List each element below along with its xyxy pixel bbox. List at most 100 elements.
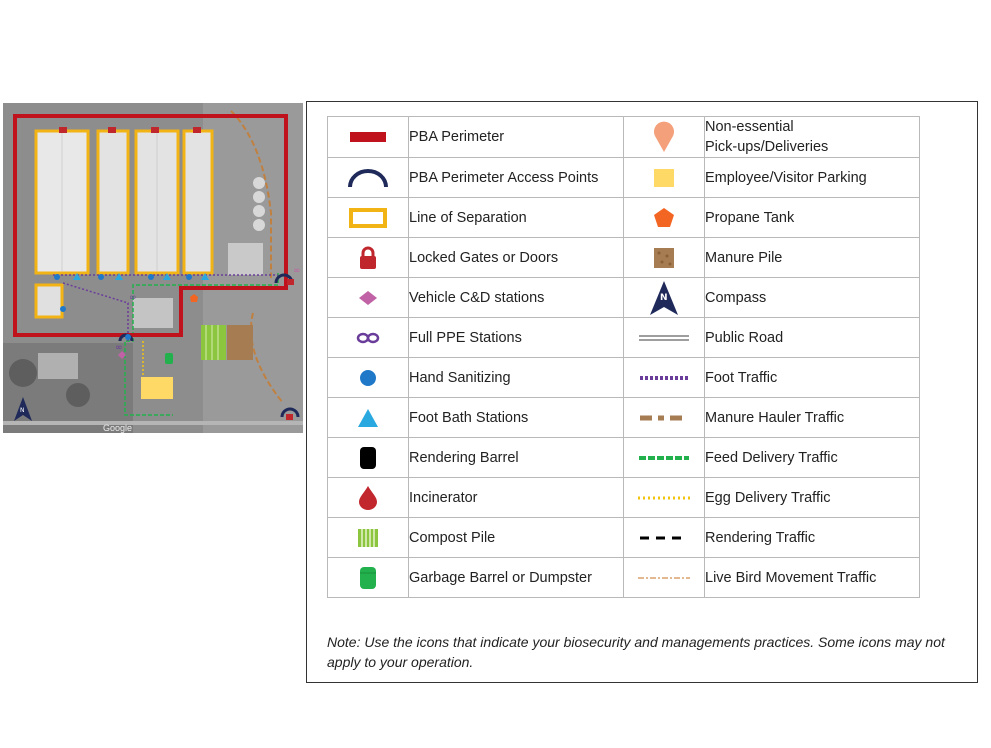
brown-dash-line-icon <box>640 415 688 420</box>
feed-silo <box>253 177 265 189</box>
map-manure-pile <box>227 325 253 360</box>
legend-icon-cell <box>327 157 409 198</box>
legend-icon-cell <box>623 317 705 358</box>
legend-icon-cell <box>327 517 409 558</box>
legend-label-propane: Propane Tank <box>704 197 920 238</box>
map-ppe: ∞ <box>293 266 301 276</box>
legend-row: PBA Perimeter Access Points Employee/Vis… <box>327 157 920 198</box>
legend-label-compass: Compass <box>704 277 920 318</box>
legend-icon-cell <box>327 317 409 358</box>
diamond-icon <box>359 290 377 305</box>
legend-row: PBA Perimeter Non-essential Pick-ups/Del… <box>327 116 920 158</box>
map-ppe: ∞ <box>129 293 137 303</box>
tree-cluster <box>9 359 37 387</box>
house <box>38 353 78 379</box>
legend-icon-cell <box>327 357 409 398</box>
padlock-icon <box>360 246 376 269</box>
legend-label-access-points: PBA Perimeter Access Points <box>408 157 624 198</box>
legend-icon-cell <box>623 477 705 518</box>
map-pba-perimeter <box>13 114 288 337</box>
legend-row: Locked Gates or Doors Manure Pile <box>327 237 920 278</box>
legend-label-vehicle-cd: Vehicle C&D stations <box>408 277 624 318</box>
map-vehicle-cd <box>118 351 126 359</box>
legend-icon-cell: N <box>623 277 705 318</box>
perimeter-line-icon <box>350 132 386 142</box>
legend-icon-cell <box>623 437 705 478</box>
legend-icon-cell <box>327 437 409 478</box>
map-compost-pile <box>201 325 226 360</box>
yellow-dotted-line-icon <box>638 496 690 499</box>
barn-2 <box>96 129 130 275</box>
map-locks <box>59 127 294 420</box>
legend-note: Note: Use the icons that indicate your b… <box>327 634 945 670</box>
map-compass-icon <box>14 397 32 421</box>
map-access-point <box>280 407 300 418</box>
legend-label-ppe: Full PPE Stations <box>408 317 624 358</box>
legend-label-garbage: Garbage Barrel or Dumpster <box>408 557 624 598</box>
map-manure-hauler-route <box>250 312 284 404</box>
legend-label-rendering-barrel: Rendering Barrel <box>408 437 624 478</box>
legend-label-live-bird: Live Bird Movement Traffic <box>704 557 920 598</box>
triangle-icon <box>358 408 378 427</box>
map-compass-n: N <box>20 407 25 414</box>
black-dash-line-icon <box>640 536 688 539</box>
legend-icon-cell <box>327 237 409 278</box>
legend-row: Full PPE Stations Public Road <box>327 317 920 358</box>
legend-label-line2: Pick-ups/Deliveries <box>705 139 829 155</box>
feed-silo <box>253 191 265 203</box>
green-dash-line-icon <box>639 455 689 460</box>
separation-rectangle-icon <box>349 207 387 228</box>
map-canvas: ∞ ∞ ∞ N Google <box>3 103 303 433</box>
legend-label-pickups: Non-essential Pick-ups/Deliveries <box>704 116 920 158</box>
legend-icon-cell <box>327 557 409 598</box>
legend-label-pba-perimeter: PBA Perimeter <box>408 116 624 158</box>
legend-icon-cell <box>623 357 705 398</box>
flame-drop-icon <box>359 485 377 510</box>
legend-icon-cell <box>623 197 705 238</box>
legend-row: Line of Separation Propane Tank <box>327 197 920 238</box>
map-parking <box>141 377 173 399</box>
legend-table: PBA Perimeter Non-essential Pick-ups/Del… <box>327 116 920 598</box>
legend-icon-cell <box>623 517 705 558</box>
brown-square-icon <box>654 247 674 268</box>
farm-aerial-map: ∞ ∞ ∞ N Google <box>3 103 303 433</box>
legend-icon-cell <box>623 237 705 278</box>
legend-label-manure-pile: Manure Pile <box>704 237 920 278</box>
legend-icon-cell <box>327 197 409 238</box>
map-foot-baths <box>73 273 209 280</box>
legend-label-feed-delivery: Feed Delivery Traffic <box>704 437 920 478</box>
map-public-road <box>3 421 303 425</box>
legend-icon-cell <box>623 116 705 158</box>
map-garbage <box>165 353 173 364</box>
legend-label-compost: Compost Pile <box>408 517 624 558</box>
legend-row: Garbage Barrel or Dumpster Live Bird Mov… <box>327 557 920 598</box>
legend-label-separation: Line of Separation <box>408 197 624 238</box>
legend-icon-cell <box>327 116 409 158</box>
compost-stripes-icon <box>358 528 378 547</box>
legend-icon-cell <box>623 397 705 438</box>
access-point-arch-icon <box>348 168 388 187</box>
map-propane <box>190 294 198 302</box>
map-hand-sanitizing <box>54 274 192 340</box>
feed-silo <box>253 219 265 231</box>
legend-label-locked-gates: Locked Gates or Doors <box>408 237 624 278</box>
legend-row: Incinerator Egg Delivery Traffic <box>327 477 920 518</box>
legend-label-manure-hauler: Manure Hauler Traffic <box>704 397 920 438</box>
pentagon-icon <box>654 207 674 227</box>
blue-dot-icon <box>360 369 376 386</box>
svg-text:N: N <box>660 293 668 303</box>
map-pin-icon <box>654 121 674 152</box>
legend-panel: PBA Perimeter Non-essential Pick-ups/Del… <box>306 101 978 683</box>
legend-label-line1: Non-essential <box>705 119 794 135</box>
legend-row: Foot Bath Stations Manure Hauler Traffic <box>327 397 920 438</box>
green-barrel-icon <box>360 566 376 589</box>
map-watermark: Google <box>103 423 132 433</box>
map-ppe: ∞ <box>115 343 123 353</box>
legend-label-foot-traffic: Foot Traffic <box>704 357 920 398</box>
legend-row: Rendering Barrel Feed Delivery Traffic <box>327 437 920 478</box>
legend-label-parking: Employee/Visitor Parking <box>704 157 920 198</box>
legend-icon-cell <box>623 157 705 198</box>
map-manure-hauler-route <box>230 110 272 278</box>
legend-row: Compost Pile Rendering Traffic <box>327 517 920 558</box>
legend-icon-cell <box>327 477 409 518</box>
